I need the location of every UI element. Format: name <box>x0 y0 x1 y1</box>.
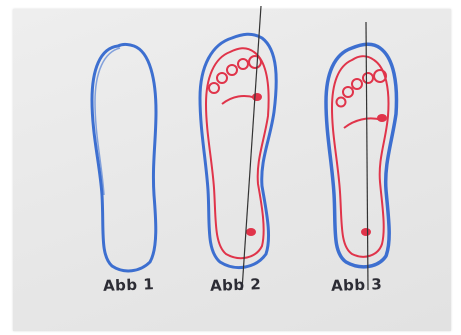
foot-outline-red-3 <box>332 56 388 257</box>
ball-mark-2 <box>252 93 262 101</box>
figure-abb-1 <box>92 45 156 271</box>
foot-outline-blue-1 <box>92 45 156 271</box>
heel-mark-3 <box>361 228 371 236</box>
caption-abb-2: Abb 2 <box>210 275 262 295</box>
caption-abb-1: Abb 1 <box>103 275 155 295</box>
caption-abb-3: Abb 3 <box>331 275 383 295</box>
foot-outline-red-2 <box>206 48 269 258</box>
heel-mark-2 <box>246 228 256 236</box>
axis-line-3 <box>366 22 368 290</box>
figure-abb-2 <box>200 6 276 290</box>
ball-mark-3 <box>377 114 387 122</box>
figure-abb-3 <box>326 22 396 290</box>
